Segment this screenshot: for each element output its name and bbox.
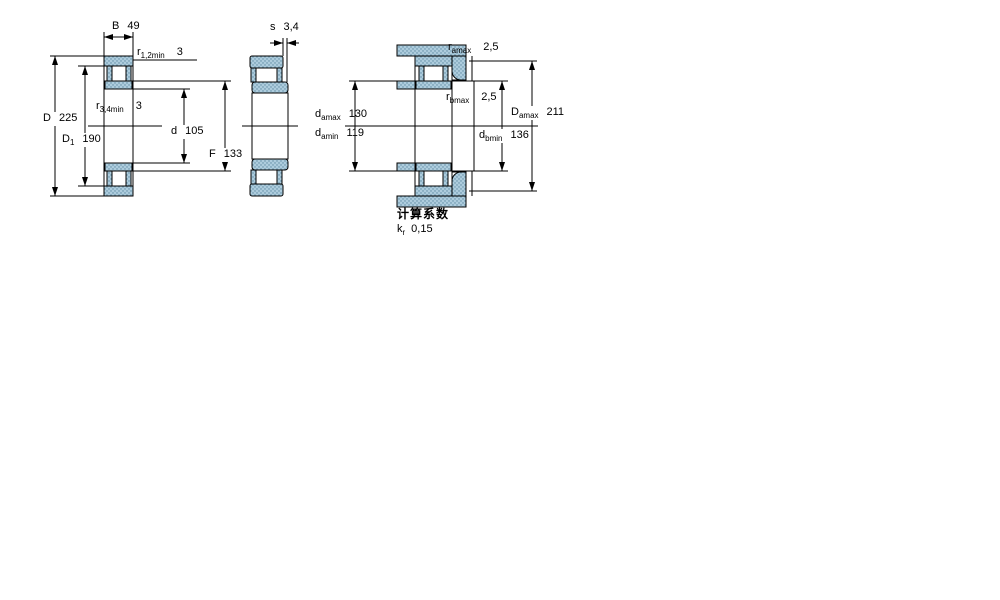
- housing-bottom-band: [396, 195, 467, 208]
- shaft-collar-top: [396, 80, 416, 90]
- shaft-collar-bottom: [396, 162, 416, 172]
- calculation-factors-title: 计算系数: [397, 207, 450, 221]
- dimension-arrows: [52, 34, 535, 196]
